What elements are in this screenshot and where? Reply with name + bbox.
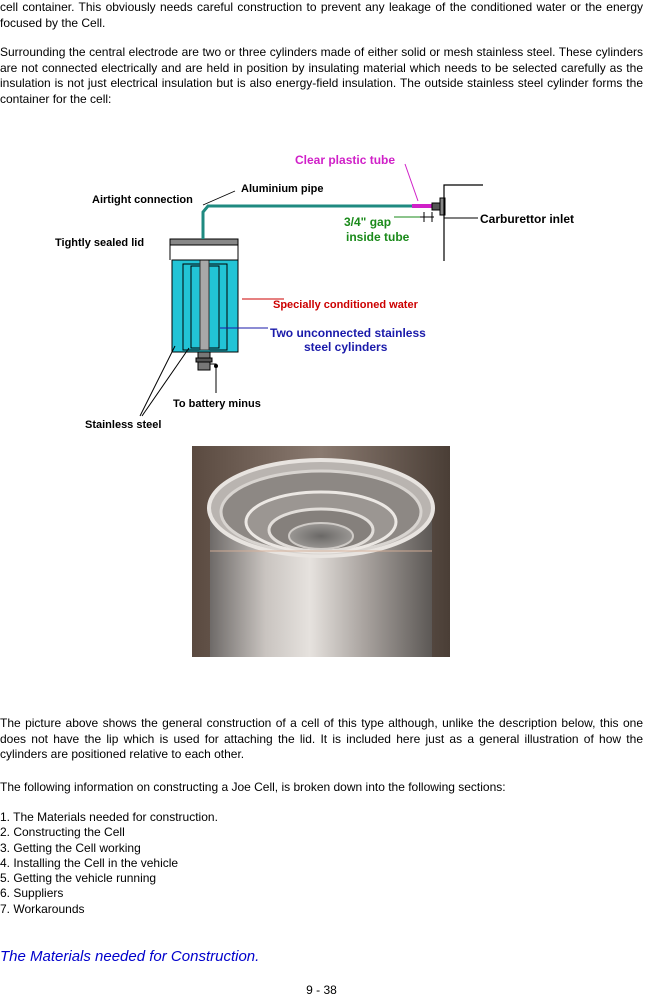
- label-battery-minus: To battery minus: [173, 398, 261, 410]
- list-item: 4. Installing the Cell in the vehicle: [0, 855, 179, 870]
- label-carburettor-inlet: Carburettor inlet: [480, 212, 574, 226]
- label-stainless-steel: Stainless steel: [85, 419, 161, 431]
- label-conditioned-water: Specially conditioned water: [273, 299, 419, 311]
- label-two-cylinders-1: Two unconnected stainless: [270, 326, 426, 340]
- cell-photo: [192, 446, 450, 657]
- label-tightly-sealed-lid: Tightly sealed lid: [55, 237, 144, 249]
- cell-diagram: Clear plastic tube Airtight connection A…: [48, 148, 594, 433]
- paragraph-cylinders: Surrounding the central electrode are tw…: [0, 45, 643, 106]
- list-item: 2. Constructing the Cell: [0, 825, 125, 840]
- aluminium-pipe: [201, 204, 412, 239]
- paragraph-sections-intro: The following information on constructin…: [0, 780, 506, 794]
- section-heading: The Materials needed for Construction.: [0, 948, 260, 965]
- lid: [169, 238, 239, 246]
- label-gap: 3/4" gap: [344, 215, 391, 229]
- bottom-terminal: [197, 351, 211, 359]
- label-two-cylinders-2: steel cylinders: [304, 340, 388, 354]
- core-electrode: [288, 522, 354, 550]
- list-item: 6. Suppliers: [0, 886, 64, 901]
- page-number: 9 - 38: [306, 983, 337, 997]
- label-clear-plastic-tube: Clear plastic tube: [295, 153, 395, 167]
- list-item: 1. The Materials needed for construction…: [0, 810, 218, 824]
- carb-nozzle: [431, 202, 441, 211]
- label-gap-inside: inside tube: [346, 230, 410, 244]
- central-electrode: [199, 259, 210, 351]
- paragraph-intro: cell container. This obviously needs car…: [0, 0, 643, 30]
- label-airtight-connection: Airtight connection: [92, 194, 193, 206]
- paragraph-picture-description: The picture above shows the general cons…: [0, 716, 643, 761]
- list-item: 5. Getting the vehicle running: [0, 871, 157, 886]
- list-item: 3. Getting the Cell working: [0, 840, 141, 855]
- sections-list: 1. The Materials needed for construction…: [0, 810, 218, 917]
- list-item: 7. Workarounds: [0, 901, 85, 916]
- carb-wall: [443, 184, 483, 261]
- label-aluminium-pipe: Aluminium pipe: [241, 183, 324, 195]
